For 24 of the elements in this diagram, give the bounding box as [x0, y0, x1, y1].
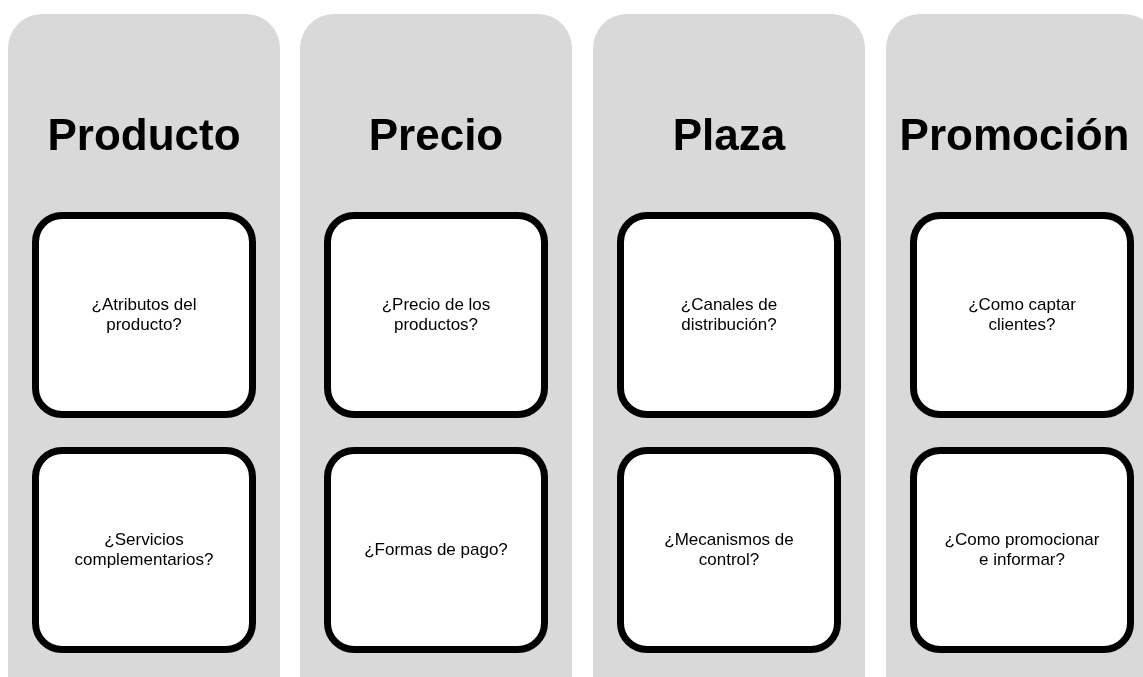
column-panel	[886, 14, 1143, 677]
question-text: ¿Como captar clientes?	[967, 294, 1077, 336]
column-heading: Promoción	[898, 110, 1131, 160]
question-text: ¿Como promocionar e informar?	[943, 529, 1101, 571]
question-text: ¿Canales de distribución?	[679, 294, 779, 336]
question-text: ¿Mecanismos de control?	[663, 529, 795, 571]
column-panel	[300, 14, 572, 677]
question-box	[324, 447, 548, 653]
question-box	[910, 447, 1134, 653]
question-box	[910, 212, 1134, 418]
question-text: ¿Atributos del producto?	[90, 294, 198, 336]
column-heading: Producto	[46, 110, 242, 160]
column-heading: Plaza	[671, 110, 787, 160]
question-text: ¿Precio de los productos?	[380, 294, 492, 336]
question-box	[324, 212, 548, 418]
column-panel	[8, 14, 280, 677]
question-box	[617, 212, 841, 418]
question-text: ¿Formas de pago?	[364, 539, 508, 561]
question-box	[617, 447, 841, 653]
column-panel	[593, 14, 865, 677]
question-text: ¿Servicios complementarios?	[73, 529, 215, 571]
column-heading: Precio	[367, 110, 505, 160]
question-box	[32, 212, 256, 418]
question-box	[32, 447, 256, 653]
